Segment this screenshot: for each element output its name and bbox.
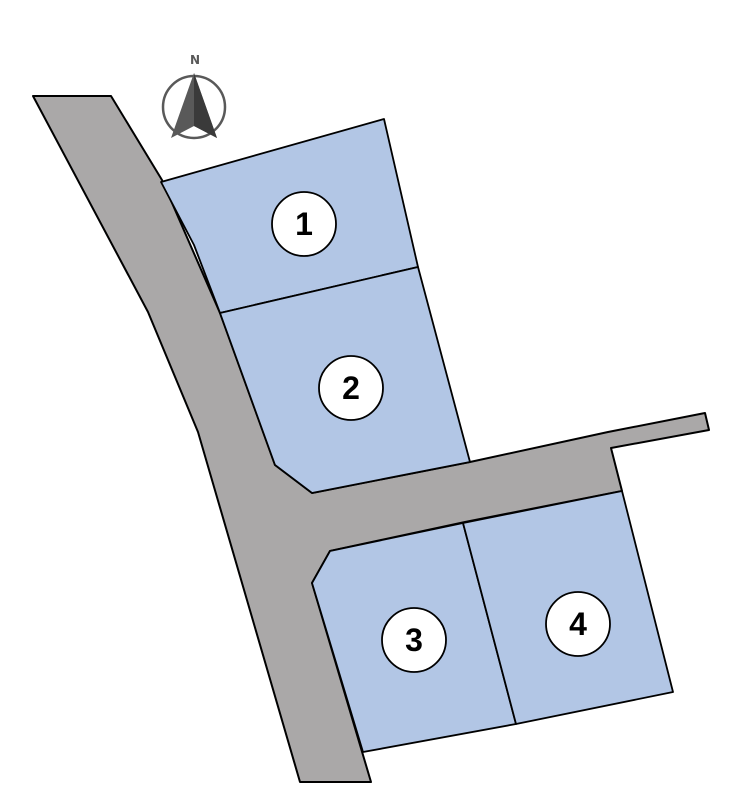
north-letter: N bbox=[190, 53, 200, 67]
lot-number: 2 bbox=[342, 370, 360, 406]
north-arrow-icon: N bbox=[161, 53, 227, 140]
lot-label-3[interactable]: 3 bbox=[381, 607, 447, 673]
lot-label-1[interactable]: 1 bbox=[271, 191, 337, 257]
lot-number: 4 bbox=[569, 606, 587, 642]
lot-label-2[interactable]: 2 bbox=[318, 355, 384, 421]
lot-label-4[interactable]: 4 bbox=[545, 591, 611, 657]
lot-number: 1 bbox=[295, 206, 313, 242]
lot-number: 3 bbox=[405, 622, 423, 658]
